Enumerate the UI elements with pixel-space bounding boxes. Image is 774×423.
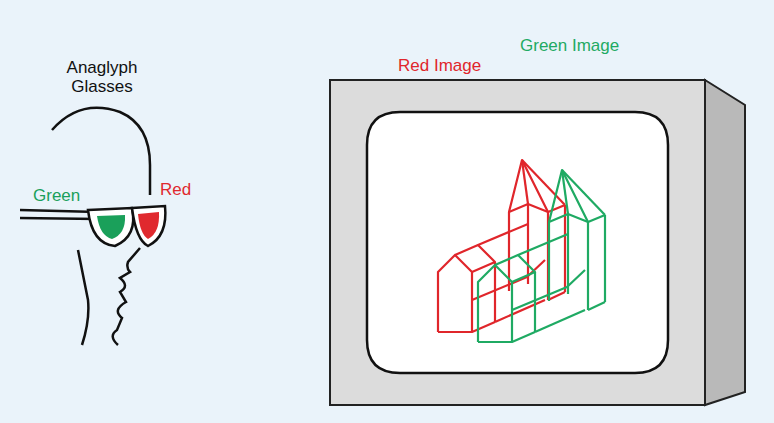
image-label: Red Image [398, 56, 481, 75]
title-label: Anaglyph Glasses [57, 58, 147, 96]
image-label: Green Image [520, 36, 619, 55]
lens-label: Red [160, 180, 191, 199]
lens-label: Green [33, 186, 80, 205]
